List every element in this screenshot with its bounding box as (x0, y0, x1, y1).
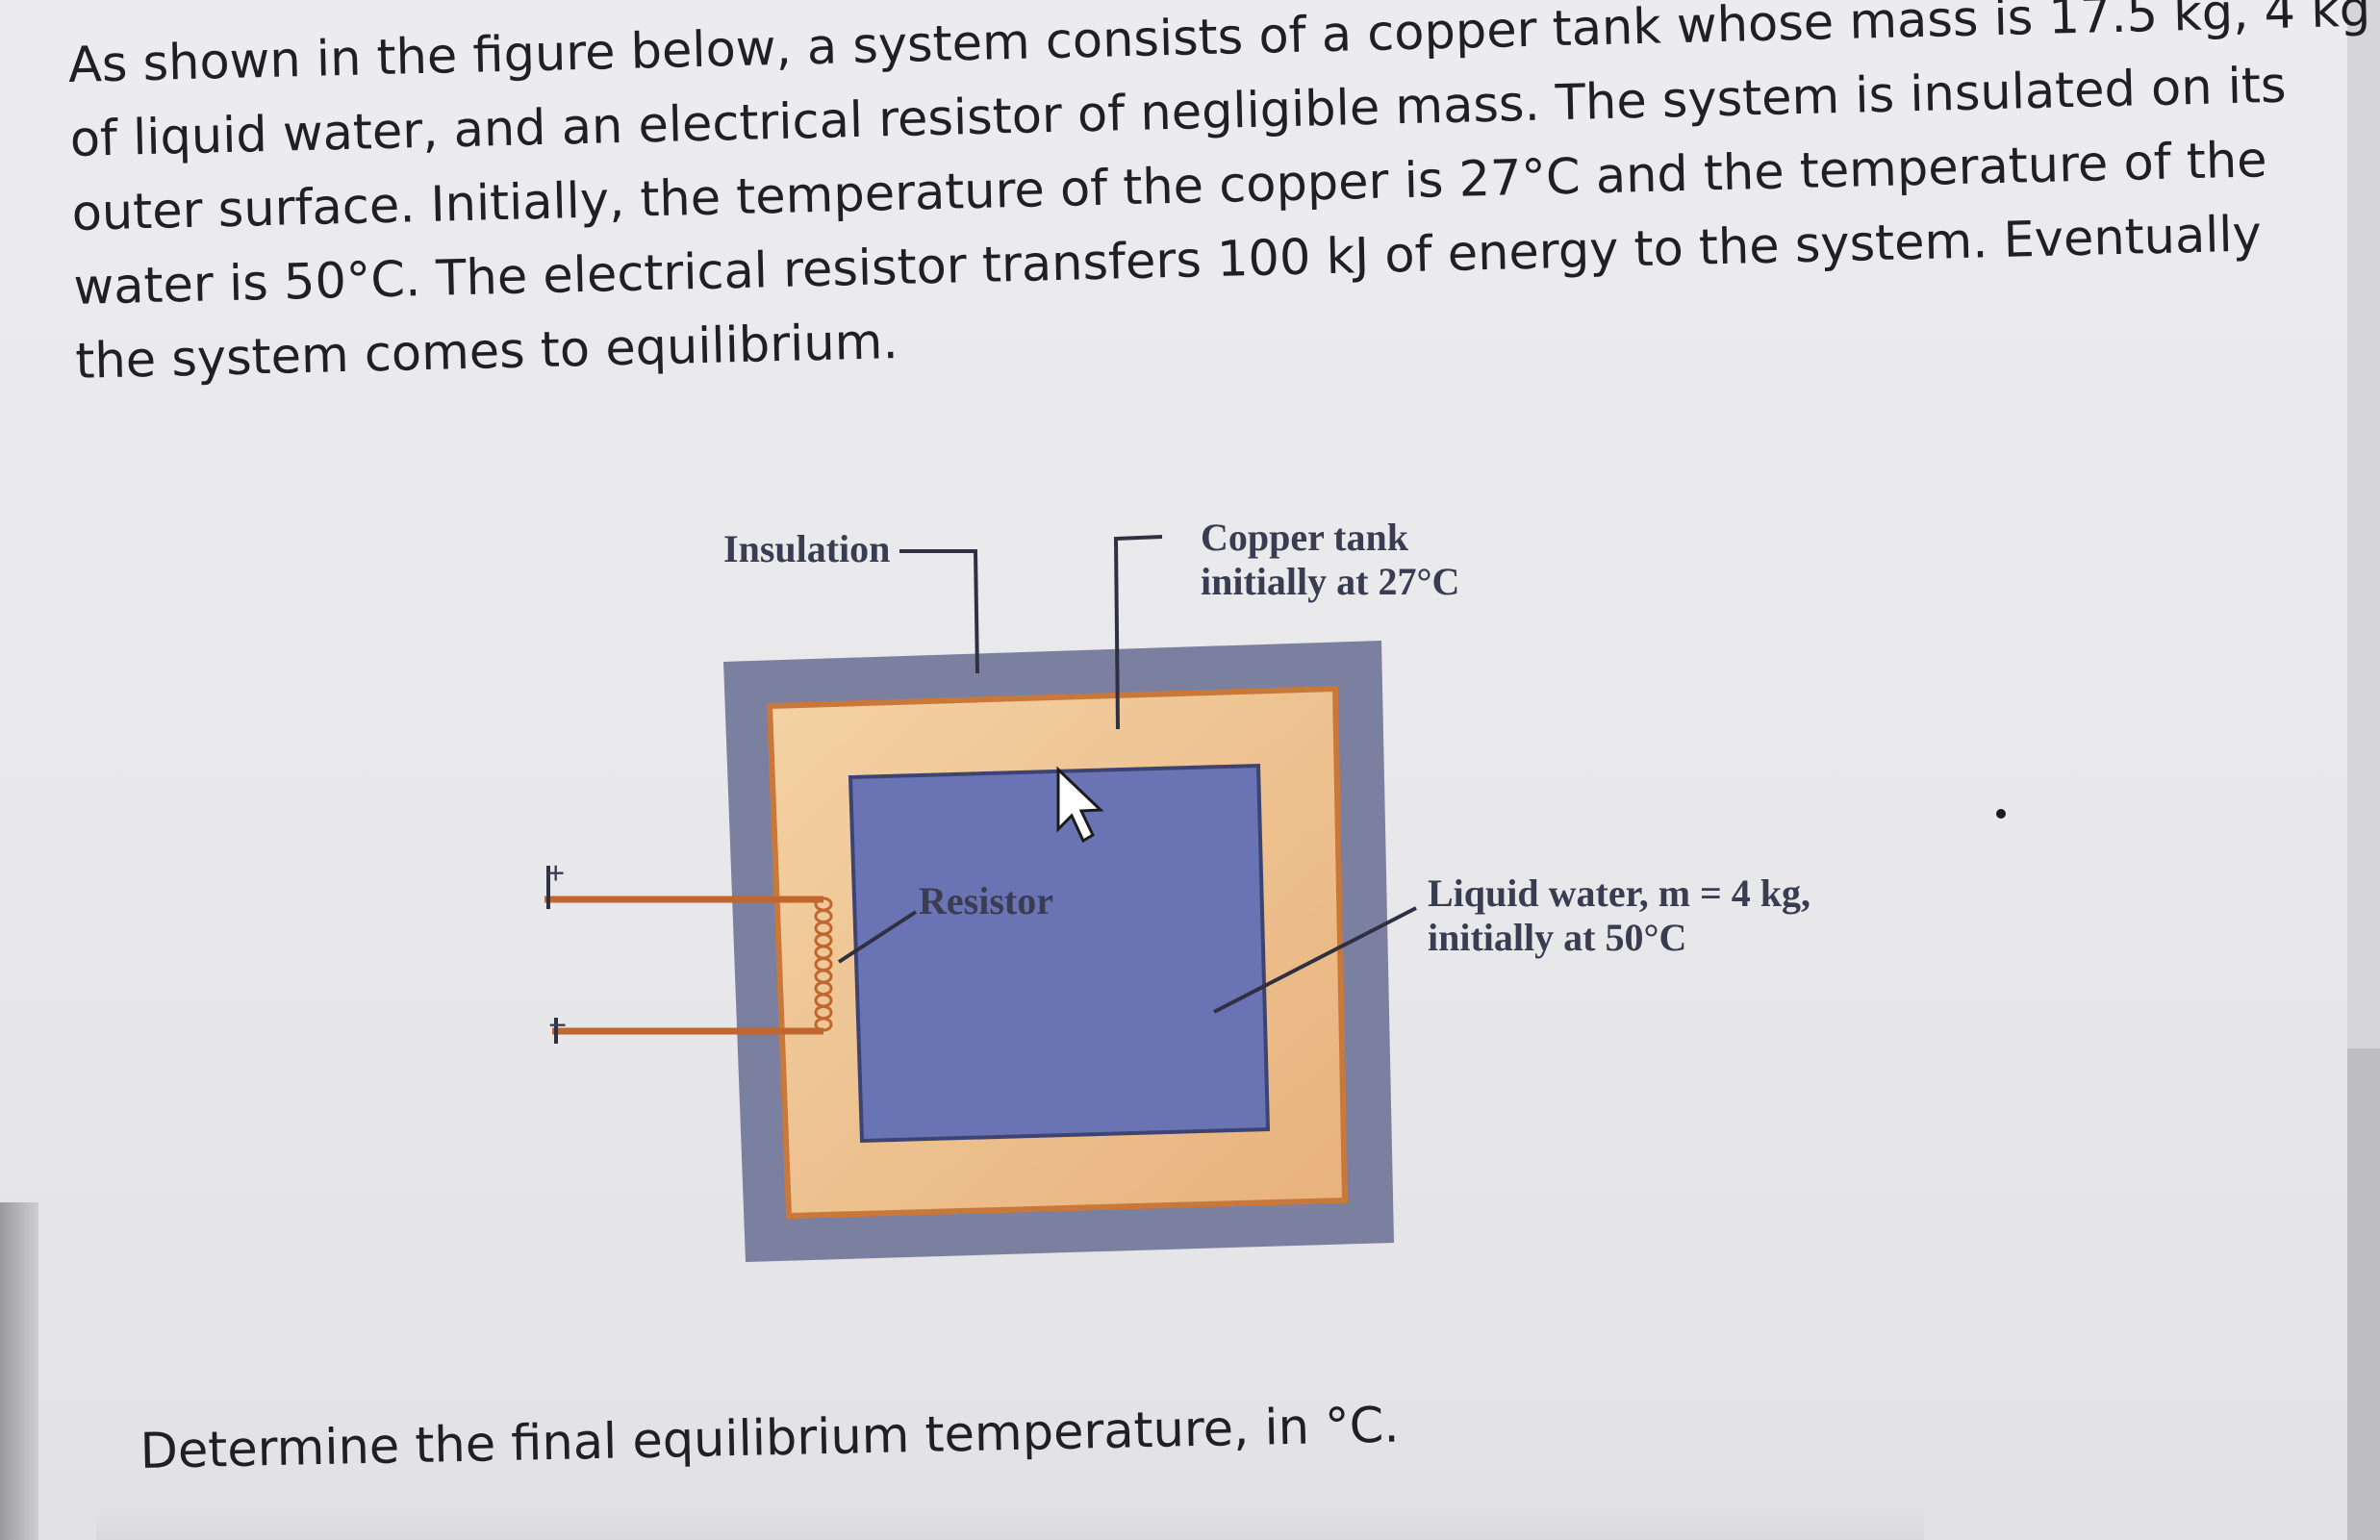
insulation-label: Insulation (723, 527, 891, 570)
copper-tank-label: Copper tank initially at 27°C (1201, 516, 1459, 604)
plus-terminal-label: + (546, 856, 566, 892)
bottom-fade (96, 1505, 1924, 1540)
water-leader-line (1213, 906, 1417, 1014)
resistor-coil (814, 896, 833, 1032)
resistor-coil-loop (814, 1017, 833, 1032)
insulation-leader-line (899, 549, 979, 674)
copper-tank-label-line2: initially at 27°C (1201, 560, 1460, 603)
left-edge-shadow (0, 1202, 38, 1540)
minus-terminal-label: − (548, 1008, 568, 1044)
mouse-cursor-icon (1056, 766, 1104, 844)
copper-tank-label-line1: Copper tank (1201, 516, 1408, 559)
resistor-leader-line (837, 910, 918, 964)
right-edge-panel-shadow (2347, 1048, 2380, 1540)
water-label-line1: Liquid water, m = 4 kg, (1428, 871, 1811, 915)
dot-mark (1996, 809, 2006, 819)
resistor-label: Resistor (919, 879, 1053, 922)
liquid-water (848, 763, 1271, 1144)
water-label-line2: initially at 50°C (1428, 916, 1687, 959)
copper-tank-leader-line (1113, 535, 1163, 730)
water-label: Liquid water, m = 4 kg, initially at 50°… (1428, 871, 1810, 960)
